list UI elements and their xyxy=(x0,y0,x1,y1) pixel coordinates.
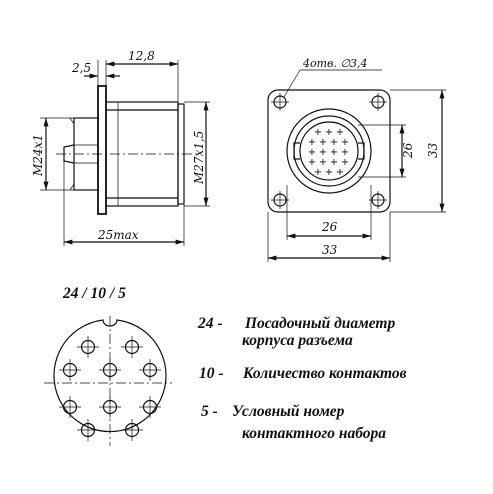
contact-mark: + xyxy=(319,157,327,168)
contact-mark: + xyxy=(308,147,316,158)
contact-hole xyxy=(121,419,143,441)
contact-mark: + xyxy=(330,157,338,168)
code-title: 24 / 10 / 5 xyxy=(62,285,126,302)
contact-hole xyxy=(121,336,143,358)
contact-layout: 24 / 10 / 5 xyxy=(44,285,172,446)
contact-mark: + xyxy=(314,127,322,138)
contact-mark: + xyxy=(341,147,349,158)
dim-thread-left: М24х1 xyxy=(31,134,45,177)
dim-thread-right: М27х1,5 xyxy=(192,131,206,185)
contact-mark: + xyxy=(308,137,316,148)
legend: 24 - Посадочный диаметр корпуса разъема … xyxy=(197,315,407,442)
legend-text-3b: контактного набора xyxy=(242,425,386,442)
contact-mark: + xyxy=(336,127,344,138)
contact-mark: + xyxy=(341,137,349,148)
contact-hole xyxy=(59,396,81,418)
contact-mark: + xyxy=(325,127,333,138)
socket-outer xyxy=(286,108,372,194)
side-view: 2,5 12,8 М24х1 М27х1,5 25max xyxy=(31,49,210,246)
contact-hole xyxy=(59,359,81,381)
contact-mark: + xyxy=(319,137,327,148)
flange xyxy=(97,85,107,215)
contact-hole xyxy=(99,396,121,418)
dim-inner-w: 26 xyxy=(321,220,338,234)
dim-outer-w: 33 xyxy=(322,243,338,257)
legend-num-2: 10 - xyxy=(199,365,224,382)
contact-mark: + xyxy=(330,137,338,148)
contact-hole xyxy=(139,396,161,418)
contact-mark: + xyxy=(325,167,333,178)
mounting-holes xyxy=(271,93,387,209)
contact-insert xyxy=(299,121,359,181)
contact-mark: + xyxy=(341,157,349,168)
legend-text-3a: Условный номер xyxy=(232,403,345,420)
key-right xyxy=(358,142,365,160)
contact-hole xyxy=(99,359,121,381)
contact-mark: + xyxy=(308,157,316,168)
dim-outer-h: 33 xyxy=(426,142,440,158)
contact-mark: + xyxy=(314,167,322,178)
contact-hole xyxy=(139,359,161,381)
legend-text-2: Количество контактов xyxy=(242,365,407,382)
flange-outline xyxy=(267,89,391,213)
legend-num-3: 5 - xyxy=(201,403,218,420)
legend-num-1: 24 - xyxy=(197,315,223,332)
contact-mark: + xyxy=(330,147,338,158)
contact-hole xyxy=(77,419,99,441)
contact-marks: ++++++++++++++++++ xyxy=(308,127,349,178)
legend-text-1a: Посадочный диаметр xyxy=(244,315,395,332)
front-view: ++++++++++++++++++ 4отв. ∅3,4 26 33 26 3… xyxy=(267,57,446,262)
legend-text-1b: корпуса разъема xyxy=(242,332,353,349)
contact-mark: + xyxy=(319,147,327,158)
dim-inner-h: 26 xyxy=(401,142,415,159)
contact-hole xyxy=(77,336,99,358)
dim-total: 25max xyxy=(97,228,139,242)
contact-holes xyxy=(59,336,161,441)
holes-note: 4отв. ∅3,4 xyxy=(302,57,368,70)
insert-face xyxy=(53,319,167,433)
key-left xyxy=(293,142,300,160)
dim-flange: 2,5 xyxy=(71,61,91,75)
contact-mark: + xyxy=(336,167,344,178)
dim-length: 12,8 xyxy=(128,49,155,63)
